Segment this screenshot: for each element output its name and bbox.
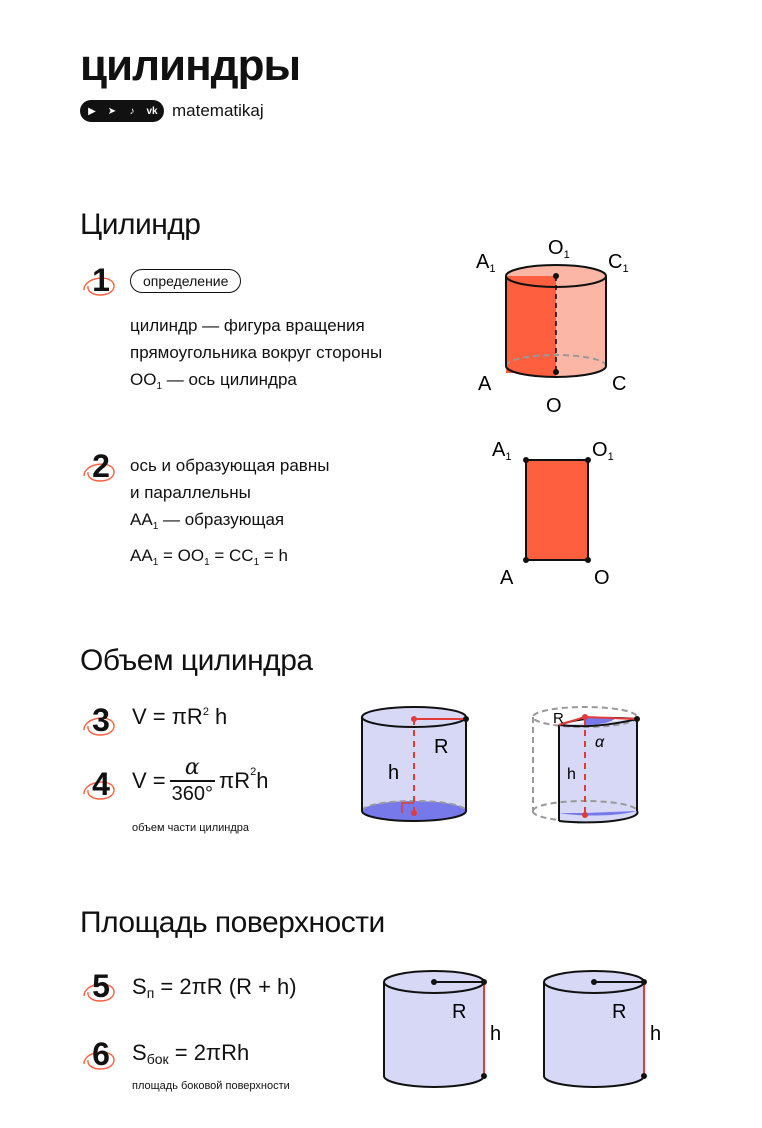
item-number-1: 1 — [83, 264, 116, 296]
item-number-5: 5 — [83, 970, 116, 1002]
label-r: R — [612, 1001, 626, 1023]
cylinder-figure: A1 O1 C1 A O C — [476, 237, 629, 417]
telegram-icon[interactable]: ➤ — [103, 102, 121, 120]
label-c1: C1 — [608, 251, 629, 275]
partial-volume-note: объем части цилиндра — [132, 822, 249, 834]
scribble-icon — [83, 717, 115, 736]
section-title-surface: Площадь поверхности — [80, 906, 385, 939]
total-surface-formula: Sп = 2πR (R + h) — [132, 974, 297, 1001]
brand-handle: matematikaj — [172, 101, 264, 120]
partial-cylinder-figure: R α h — [532, 706, 640, 824]
bottom-base-back — [505, 354, 607, 367]
label-h: h — [388, 762, 399, 784]
label-o1: O1 — [592, 439, 614, 463]
axial-rectangle — [525, 459, 589, 561]
rectangle-figure: A1 O1 A O — [492, 439, 614, 589]
label-o: O — [546, 395, 562, 417]
definition-tag: определение — [130, 269, 242, 293]
scribble-icon — [83, 1051, 115, 1070]
item-number-3: 3 — [83, 704, 116, 736]
label-h: h — [567, 766, 576, 783]
axis-text: ось и образующая равны и параллельны AA1… — [130, 452, 329, 572]
axis-line: ось и образующая равны — [130, 456, 330, 475]
definition-line: прямоугольника вокруг стороны — [130, 343, 383, 362]
label-r: R — [434, 736, 448, 758]
label-a1: A1 — [492, 439, 511, 463]
label-h: h — [650, 1023, 661, 1045]
scribble-icon — [83, 781, 115, 800]
youtube-icon[interactable]: ▶ — [83, 102, 101, 120]
axis-line: AA1 — образующая — [130, 510, 285, 532]
cylinder-body — [544, 971, 644, 1087]
rotating-rectangle — [506, 276, 556, 373]
item-number-2: 2 — [83, 450, 116, 482]
lateral-surface-formula: Sбок = 2πRh — [132, 1040, 250, 1067]
volume-formula: V = πR2 h — [132, 704, 228, 729]
equality-formula: AA1 = OO1 = CC1 = h — [130, 546, 288, 568]
vk-icon[interactable]: vk — [143, 102, 161, 120]
brand-row: ▶ ➤ ♪ vk matematikaj — [80, 100, 264, 122]
definition-line: OO1 — ось цилиндра — [130, 370, 297, 392]
label-r: R — [553, 710, 564, 727]
section-title-volume: Объем цилиндра — [80, 644, 313, 677]
scribble-icon — [83, 983, 115, 1002]
scribble-icon — [83, 463, 115, 482]
label-alpha: α — [595, 734, 605, 751]
label-a: A — [500, 567, 514, 589]
page-title: цилиндры — [80, 41, 301, 90]
lateral-cylinder-figure: R h — [543, 970, 661, 1088]
tiktok-icon[interactable]: ♪ — [123, 102, 141, 120]
lateral-surface-note: площадь боковой поверхности — [132, 1080, 290, 1092]
label-h: h — [490, 1023, 501, 1045]
item-number-6: 6 — [83, 1038, 116, 1070]
surface-cylinder-figure: R h — [383, 970, 501, 1088]
social-icons: ▶ ➤ ♪ vk — [80, 100, 164, 122]
partial-body — [559, 719, 638, 823]
definition-line: цилиндр — фигура вращения — [130, 316, 365, 335]
label-c: C — [612, 373, 626, 395]
label-a: A — [478, 373, 492, 395]
definition-text: цилиндр — фигура вращения прямоугольника… — [130, 312, 382, 396]
axis-line: и параллельны — [130, 483, 251, 502]
label-o: O — [594, 567, 610, 589]
volume-cylinder-figure: R h — [361, 706, 469, 822]
section-title-cylinder: Цилиндр — [80, 208, 201, 241]
label-o1: O1 — [548, 237, 570, 261]
label-a1: A1 — [476, 251, 495, 275]
cylinder-body — [384, 971, 484, 1087]
item-number-4: 4 — [83, 768, 116, 800]
scribble-icon — [83, 277, 115, 296]
bottom-base-front — [505, 365, 607, 378]
label-r: R — [452, 1001, 466, 1023]
